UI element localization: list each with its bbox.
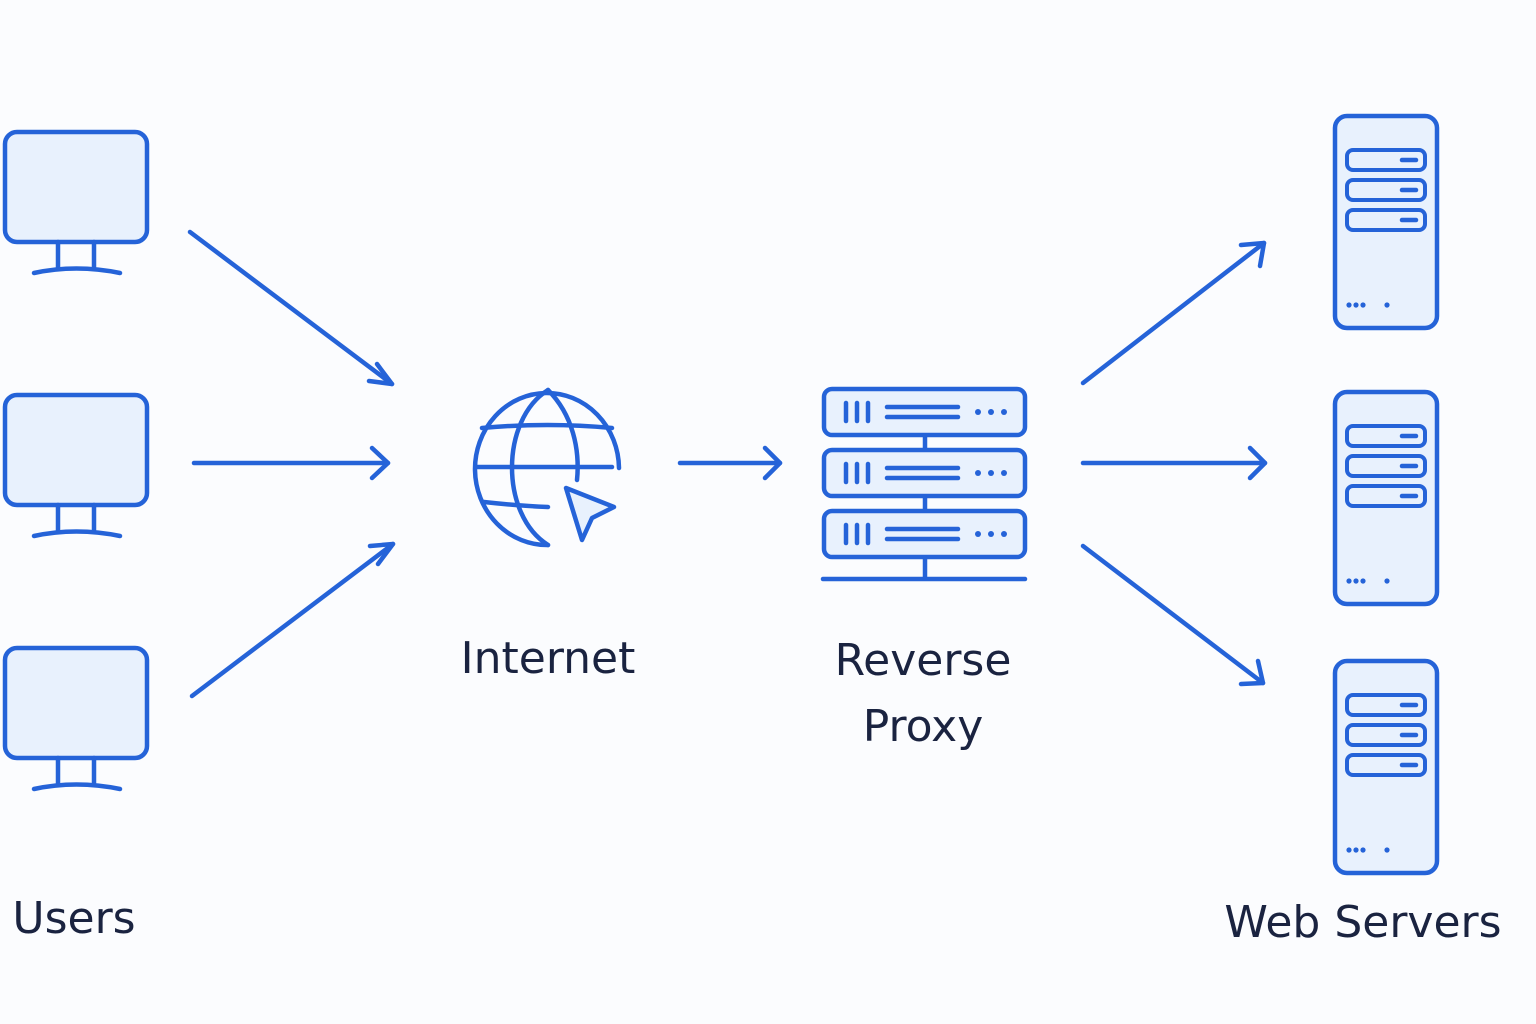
reverse-proxy-label-line1: Reverse — [834, 635, 1012, 686]
users-label: Users — [12, 893, 136, 944]
arrow-user2-to-internet — [191, 445, 391, 481]
web-server-icon-3 — [1335, 661, 1437, 873]
arrow-proxy-to-server2 — [1080, 445, 1268, 481]
web-server-icon-1 — [1335, 116, 1437, 328]
arrow-proxy-to-server1 — [1080, 240, 1267, 386]
server-rack-icon — [820, 389, 1028, 582]
arrow-user1-to-internet — [187, 229, 395, 387]
user-monitor-icon-1 — [5, 132, 147, 273]
reverse-proxy-label-line2: Proxy — [862, 701, 984, 752]
web-servers-label: Web Servers — [1224, 897, 1502, 948]
internet-label: Internet — [460, 633, 636, 684]
arrow-proxy-to-server3 — [1080, 543, 1266, 687]
arrow-internet-to-proxy — [677, 445, 783, 481]
user-monitor-icon-3 — [5, 648, 147, 789]
arrow-user3-to-internet — [189, 541, 396, 699]
web-server-icon-2 — [1335, 392, 1437, 604]
user-monitor-icon-2 — [5, 395, 147, 536]
globe-cursor-icon — [472, 387, 622, 548]
